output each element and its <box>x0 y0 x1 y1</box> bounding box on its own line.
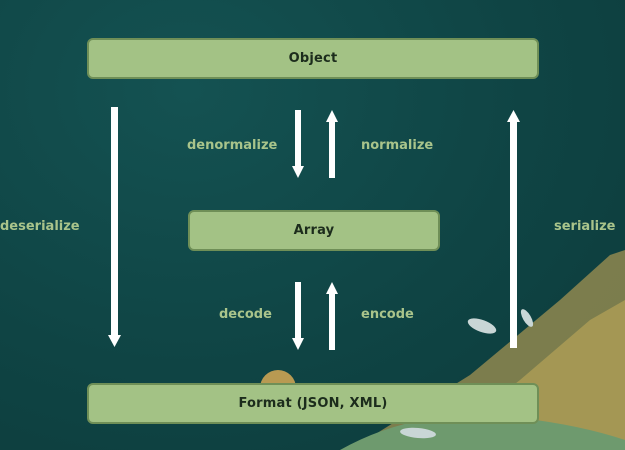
normalize-arrow <box>326 110 338 178</box>
format-node: Format (JSON, XML) <box>87 383 539 424</box>
encode-label: encode <box>361 307 414 322</box>
serialize-arrow <box>507 110 520 348</box>
decode-label: decode <box>219 307 272 322</box>
object-node: Object <box>87 38 539 79</box>
normalize-label: normalize <box>361 138 434 153</box>
leaf-decoration <box>400 427 436 439</box>
deserialize-label: deserialize <box>0 219 80 234</box>
denormalize-label: denormalize <box>187 138 278 153</box>
encode-arrow <box>326 282 338 350</box>
denormalize-arrow <box>292 110 304 178</box>
array-node: Array <box>188 210 440 251</box>
deserialize-arrow <box>108 107 121 347</box>
leaf-decoration <box>520 309 534 327</box>
serialize-label: serialize <box>554 219 616 234</box>
decode-arrow <box>292 282 304 350</box>
leaf-decoration <box>467 318 497 334</box>
